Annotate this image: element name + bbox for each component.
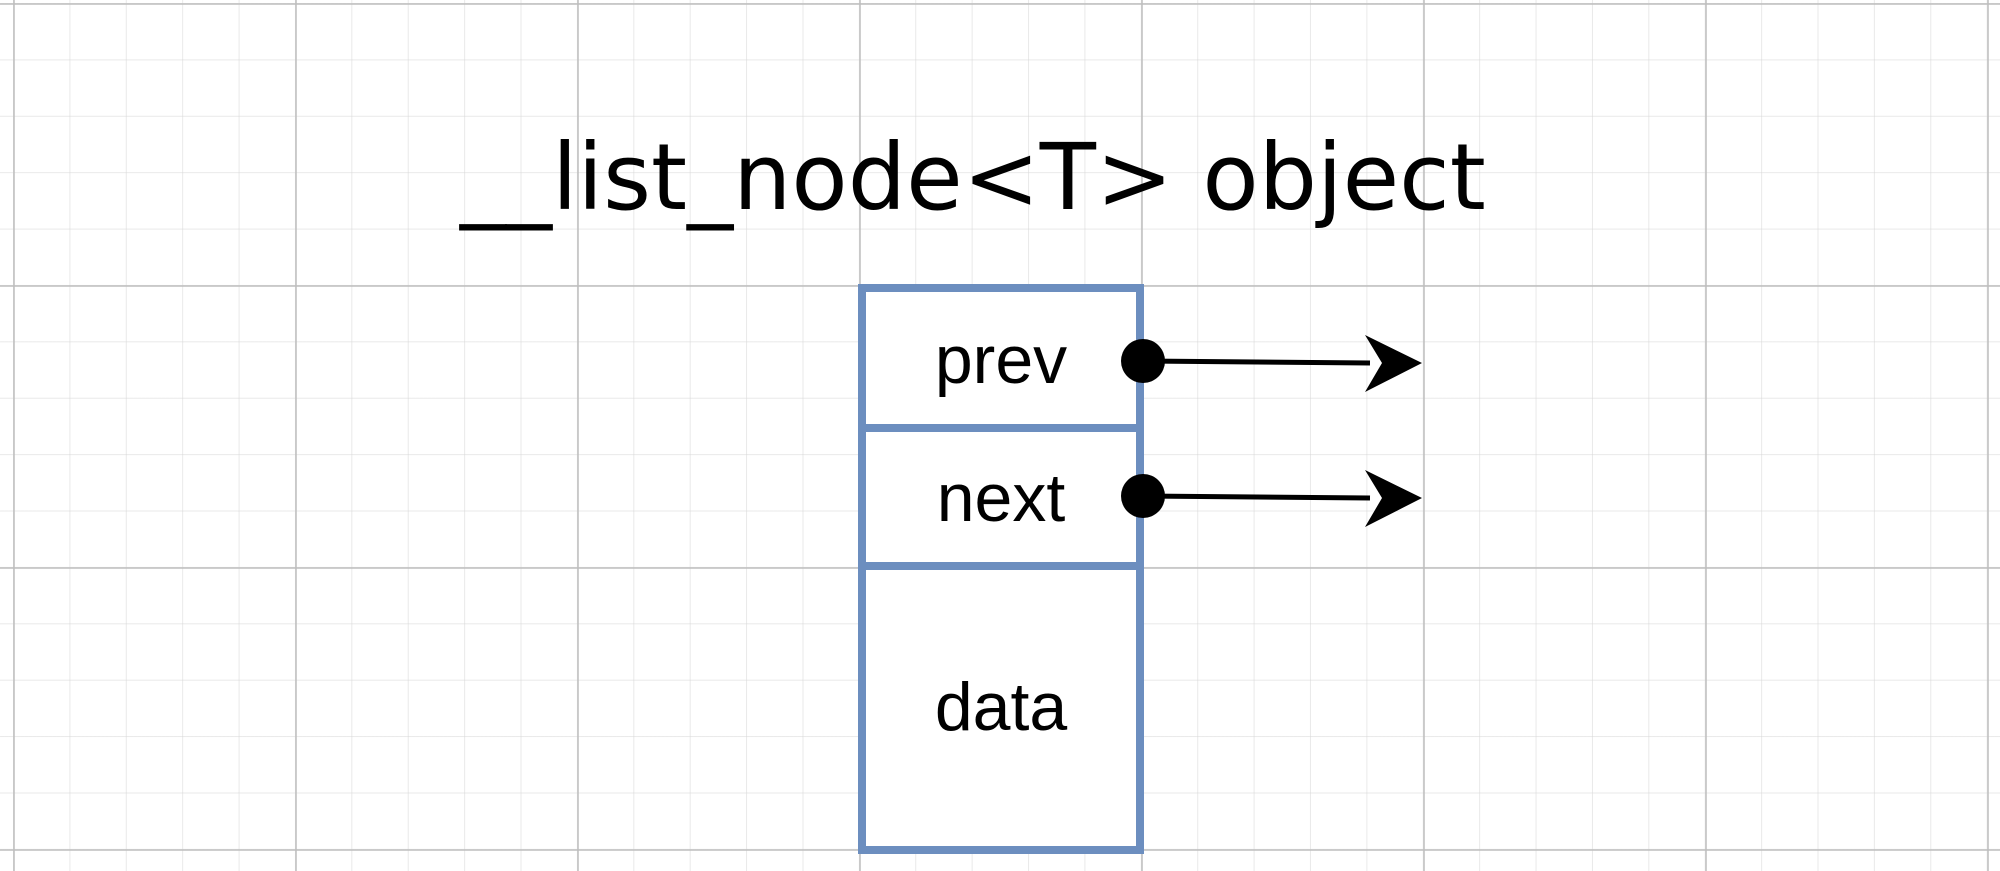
prev-arrowhead-icon [1365, 335, 1422, 392]
diagram-title: __list_node<T> object [460, 124, 1486, 231]
field-next: next [866, 428, 1136, 568]
next-arrowhead-icon [1365, 470, 1422, 527]
field-prev-label: prev [934, 322, 1068, 398]
next-pointer-line [1142, 493, 1371, 501]
prev-pointer-line [1142, 358, 1371, 366]
field-data: data [866, 568, 1136, 846]
list-node-box: prev next data [858, 284, 1144, 854]
next-pointer-arrow [1121, 470, 1422, 527]
field-prev: prev [866, 292, 1136, 428]
field-data-label: data [934, 669, 1068, 745]
field-next-label: next [936, 460, 1066, 536]
field-divider [866, 424, 1136, 432]
prev-pointer-arrow [1121, 335, 1422, 392]
field-divider [866, 562, 1136, 570]
